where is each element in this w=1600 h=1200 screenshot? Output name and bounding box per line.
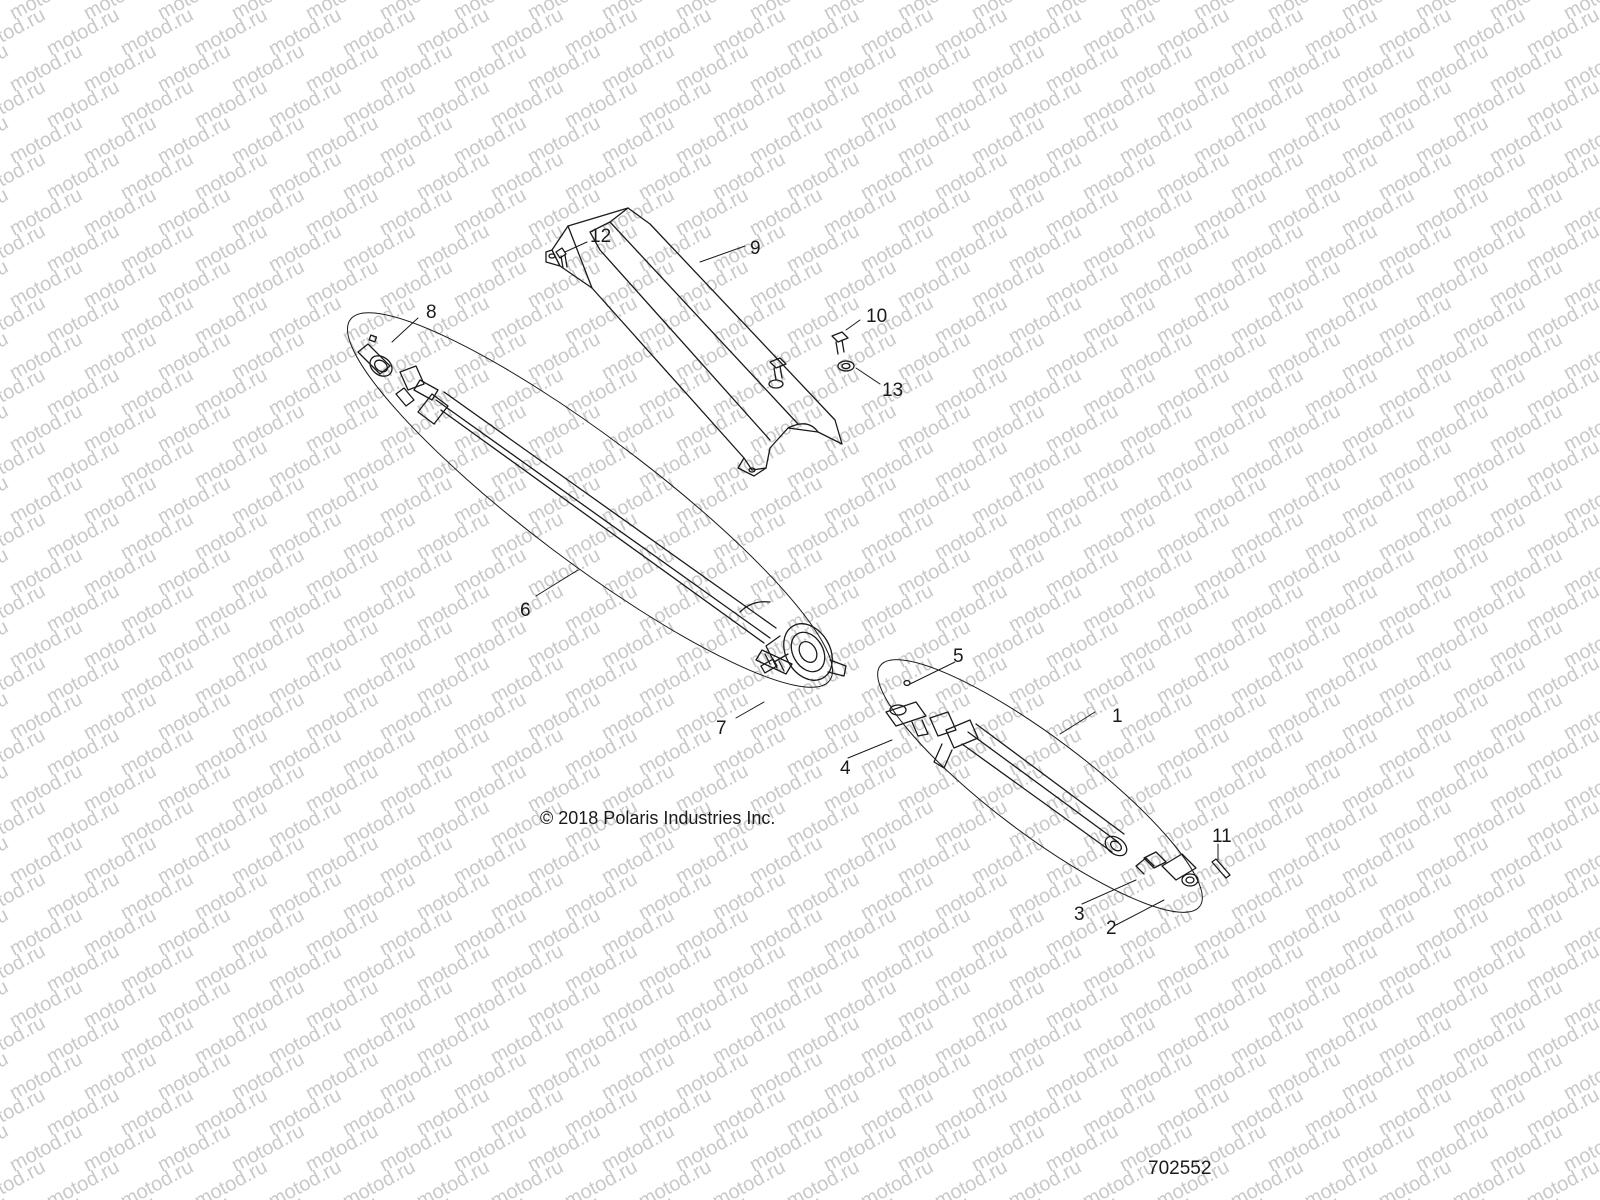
callout-11: 11 xyxy=(1212,826,1232,847)
part-2-end-yoke[interactable] xyxy=(1162,854,1198,886)
part-11-pin[interactable] xyxy=(1212,859,1230,878)
part-13-washer[interactable] xyxy=(838,361,854,371)
part-5-grease-fitting[interactable] xyxy=(904,681,910,686)
u-joint-cross-upper[interactable] xyxy=(396,366,448,424)
leader-lines xyxy=(391,241,1219,927)
callout-5: 5 xyxy=(953,646,964,667)
part-6-rear-prop-shaft[interactable] xyxy=(436,392,776,643)
part-3-u-joint[interactable] xyxy=(1102,832,1166,874)
copyright-notice: © 2018 Polaris Industries Inc. xyxy=(540,808,776,828)
part-7-center-bearing[interactable] xyxy=(756,615,846,689)
assembly-1-outline xyxy=(877,659,1203,913)
callout-4: 4 xyxy=(840,758,851,779)
part-1-front-prop-shaft[interactable] xyxy=(962,724,1124,852)
assembly-6-outline xyxy=(347,312,833,688)
callout-7: 7 xyxy=(716,718,727,739)
callout-3: 3 xyxy=(1074,904,1085,925)
callout-6: 6 xyxy=(520,600,531,621)
callout-13: 13 xyxy=(882,380,903,401)
callout-12: 12 xyxy=(590,226,611,247)
part-4-yoke[interactable] xyxy=(886,702,978,768)
part-9-shaft-guard[interactable] xyxy=(546,208,842,476)
callout-1: 1 xyxy=(1112,706,1123,727)
callout-10: 10 xyxy=(866,306,887,327)
part-12-bolt[interactable] xyxy=(556,248,567,268)
bolt-and-washer-lower[interactable] xyxy=(769,358,786,388)
part-10-bolt[interactable] xyxy=(832,332,848,354)
callout-2: 2 xyxy=(1106,918,1117,939)
part-8-slip-yoke[interactable] xyxy=(358,335,396,380)
callout-labels: 12 8 9 10 13 6 7 5 1 4 11 3 2 xyxy=(426,226,1232,939)
callout-9: 9 xyxy=(750,238,761,259)
callout-8: 8 xyxy=(426,302,437,323)
drawing-number: 702552 xyxy=(1148,1158,1212,1179)
